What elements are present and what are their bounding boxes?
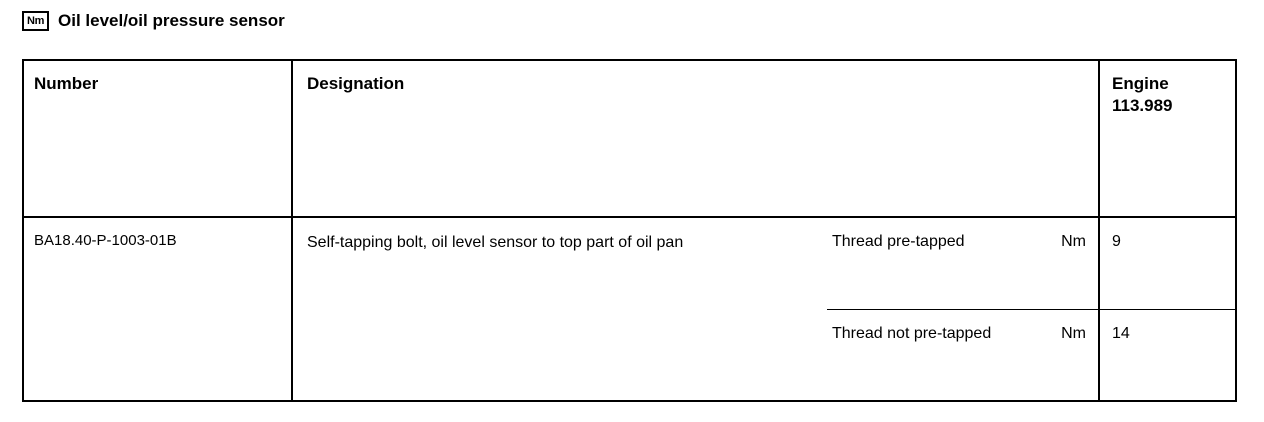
spec-label-2: Thread not pre-tapped — [832, 325, 992, 342]
spec-value-1: 9 — [1112, 233, 1121, 250]
spec-unit-2: Nm — [1061, 325, 1086, 342]
spec-label-1: Thread pre-tapped — [832, 233, 965, 250]
part-number-value: BA18.40-P-1003-01B — [34, 232, 177, 249]
torque-specification-table: Number Designation Engine 113.989 BA18.4… — [22, 59, 1237, 402]
cell-engine-values: 9 14 — [1098, 217, 1237, 402]
column-header-engine-label: Engine — [1112, 74, 1169, 93]
header-cell-number: Number — [22, 59, 293, 218]
page-title: Oil level/oil pressure sensor — [58, 11, 285, 30]
designation-text: Self-tapping bolt, oil level sensor to t… — [307, 234, 684, 251]
spec-value-2: 14 — [1100, 309, 1235, 400]
header-cell-designation: Designation — [291, 59, 1100, 218]
spec-label-group: Thread pre-tapped Nm Thread not pre-tapp… — [827, 218, 1098, 400]
cell-part-number: BA18.40-P-1003-01B — [22, 217, 293, 402]
column-header-number: Number — [34, 74, 99, 93]
cell-designation: Self-tapping bolt, oil level sensor to t… — [291, 217, 1100, 402]
spec-unit-1: Nm — [1061, 233, 1086, 250]
nm-torque-icon: Nm — [22, 11, 49, 31]
column-header-engine-number: 113.989 — [1112, 96, 1173, 115]
header-cell-engine: Engine 113.989 — [1098, 59, 1237, 218]
spec-label-row: Thread not pre-tapped Nm — [827, 309, 1098, 400]
spec-label-row: Thread pre-tapped Nm — [827, 218, 1098, 309]
document-title-row: Nm Oil level/oil pressure sensor — [22, 11, 285, 31]
table-header-row: Number Designation Engine 113.989 — [22, 59, 1237, 218]
column-header-designation: Designation — [307, 74, 405, 93]
table-row: BA18.40-P-1003-01B Self-tapping bolt, oi… — [22, 217, 1237, 402]
